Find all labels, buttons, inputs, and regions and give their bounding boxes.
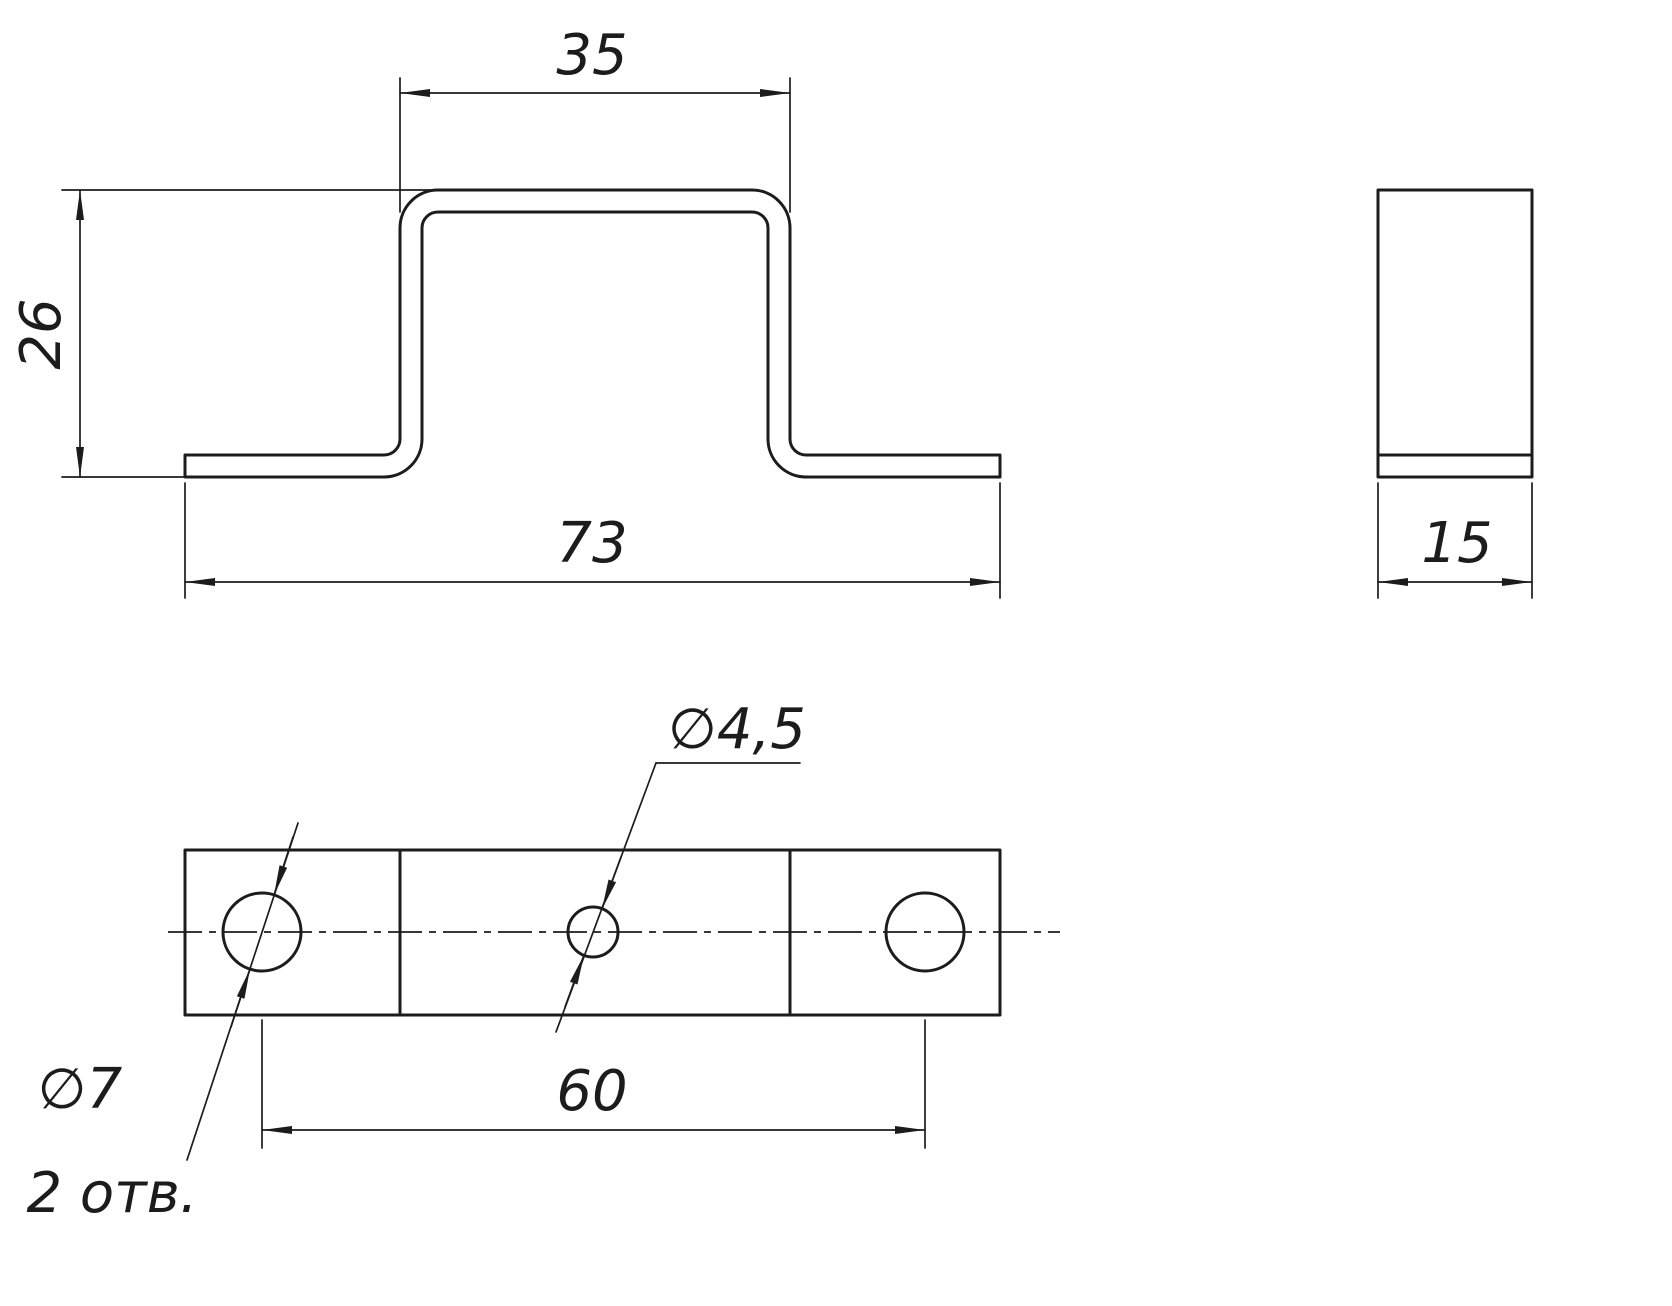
plan-dim-hole-spacing: 60 xyxy=(261,1019,926,1149)
front-dim-top-width: 35 xyxy=(399,23,791,213)
dim-label-height: 26 xyxy=(9,298,74,369)
arrow-segment xyxy=(273,836,294,896)
arrow-segment xyxy=(230,968,251,1028)
front-dim-height: 26 xyxy=(9,189,439,478)
plan-view: ∅4,5 ∅7 2 отв. 60 xyxy=(26,697,1060,1226)
plan-view-outline xyxy=(183,848,1002,1017)
hole-small-center xyxy=(566,905,620,959)
leader-large-hole: ∅7 2 отв. xyxy=(26,822,299,1226)
dim-label-top-width: 35 xyxy=(556,23,627,88)
side-view-outline xyxy=(1376,188,1534,479)
hole-large-right xyxy=(884,891,966,973)
arrow-segment xyxy=(601,856,622,910)
leader-small-hole: ∅4,5 xyxy=(555,697,806,1033)
side-view: 15 xyxy=(1376,188,1534,599)
arrow-segment xyxy=(564,954,585,1008)
dim-label-hole-spacing: 60 xyxy=(556,1059,627,1124)
dim-label-large-hole-count: 2 отв. xyxy=(26,1161,197,1226)
dim-label-small-hole: ∅4,5 xyxy=(668,697,806,762)
front-dim-overall-width: 73 xyxy=(184,482,1001,599)
front-view-profile-outline xyxy=(183,188,1002,479)
hole-large-left xyxy=(221,891,303,973)
dim-label-depth: 15 xyxy=(1421,511,1492,576)
dim-label-large-hole: ∅7 xyxy=(38,1057,123,1122)
front-view: 35 26 73 xyxy=(9,23,1002,599)
dim-label-overall-width: 73 xyxy=(556,511,627,576)
side-dim-depth: 15 xyxy=(1377,482,1533,599)
